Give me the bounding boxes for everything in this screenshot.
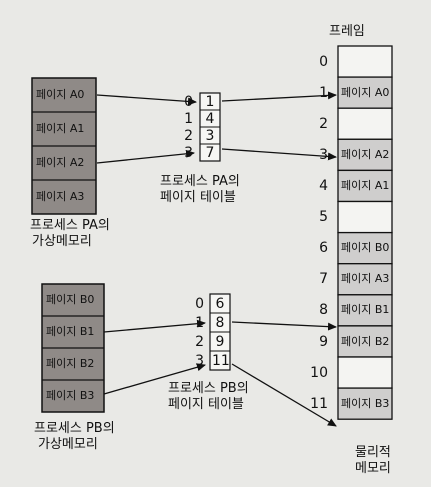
frame-cell (337, 45, 393, 78)
pt-a-index-0: 0 (184, 94, 193, 110)
process-b-pt-caption-line2: 페이지 테이블 (168, 397, 244, 412)
frame-index-3: 3 (319, 146, 328, 163)
frame-index-0: 0 (319, 53, 328, 70)
frame-index-10: 10 (310, 364, 328, 381)
page-a0-label: 페이지 A0 (36, 88, 85, 101)
pt-b-frame-1: 8 (215, 315, 225, 331)
pt-a-frame-0: 1 (205, 94, 215, 110)
frame-cell (337, 76, 393, 109)
arrow-b3-to-table (103, 363, 206, 395)
frame-content-3: 페이지 A2 (341, 147, 390, 161)
frame-cell (337, 169, 393, 203)
frame-index-7: 7 (319, 271, 328, 288)
physical-memory-caption-line2: 메모리 (355, 461, 391, 476)
frame-index-8: 8 (319, 302, 328, 319)
process-a-pt-caption-line1: 프로세스 PA의 (160, 174, 240, 189)
page-b1-label: 페이지 B1 (46, 325, 95, 338)
frame-cell (337, 387, 393, 420)
pt-a-index-2: 2 (184, 128, 193, 144)
process-a-vm-caption-line1: 프로세스 PA의 (30, 218, 110, 233)
frame-index-9: 9 (319, 333, 328, 350)
pt-b-index-2: 2 (195, 334, 204, 350)
frame-cell (337, 263, 393, 296)
frame-cell (337, 107, 393, 140)
frame-content-9: 페이지 B2 (341, 334, 390, 348)
frame-cell (337, 231, 393, 265)
process-b-vm-caption-line1: 프로세스 PB의 (34, 421, 115, 436)
pt-b-frame-3: 11 (212, 353, 230, 369)
frame-cell (337, 325, 393, 358)
page-b0-label: 페이지 B0 (46, 293, 95, 306)
process-b-pt-caption-line1: 프로세스 PB의 (168, 381, 249, 396)
frame-index-11: 11 (310, 395, 328, 412)
pt-a-frame-3: 7 (205, 145, 215, 161)
pt-b-frame-0: 6 (215, 296, 225, 312)
page-b3-label: 페이지 B3 (46, 389, 95, 402)
process-b-vm-caption-line2: 가상메모리 (38, 437, 98, 452)
arrow-table-a-to-frame3 (221, 148, 337, 161)
frame-cell (337, 200, 393, 234)
frame-index-6: 6 (319, 240, 328, 257)
arrow-table-a-to-frame1 (221, 91, 337, 102)
pt-b-index-0: 0 (195, 296, 204, 312)
pt-b-index-1: 1 (195, 315, 204, 331)
page-a3-label: 페이지 A3 (36, 190, 85, 203)
arrow-table-b-to-frame11 (231, 363, 337, 427)
arrow-b1-to-table (103, 319, 206, 333)
pt-b-frame-2: 9 (215, 334, 225, 350)
page-a2-label: 페이지 A2 (36, 156, 85, 169)
arrow-table-b-to-frame8 (231, 321, 337, 331)
frame-index-1: 1 (319, 84, 328, 101)
pt-a-frame-1: 4 (205, 111, 215, 127)
frame-index-2: 2 (319, 115, 328, 132)
pt-a-frame-2: 3 (205, 128, 215, 144)
pt-b-index-3: 3 (195, 353, 204, 369)
frame-content-6: 페이지 B0 (341, 241, 390, 255)
frame-content-11: 페이지 B3 (341, 396, 390, 410)
frame-content-8: 페이지 B1 (341, 303, 390, 317)
frame-index-4: 4 (319, 178, 328, 194)
physical-memory-caption-line1: 물리적 (355, 445, 391, 460)
pt-a-index-1: 1 (184, 111, 193, 127)
frame-content-1: 페이지 A0 (341, 85, 390, 99)
arrow-a2-to-table (96, 149, 195, 164)
frame-cell (337, 356, 393, 389)
frame-title: 프레임 (329, 24, 365, 39)
frame-cell (337, 138, 393, 172)
process-a-pt-caption-line2: 페이지 테이블 (160, 190, 236, 205)
pt-a-index-3: 3 (184, 145, 193, 161)
frame-index-5: 5 (319, 209, 328, 226)
frame-content-4: 페이지 A1 (341, 179, 390, 192)
frame-content-7: 페이지 A3 (341, 272, 390, 286)
arrow-a0-to-table (96, 94, 197, 106)
page-b2-label: 페이지 B2 (46, 357, 95, 370)
page-a1-label: 페이지 A1 (36, 122, 85, 135)
frame-cell (337, 294, 393, 327)
process-a-vm-caption-line2: 가상메모리 (32, 234, 92, 249)
physical-memory-frames (337, 45, 393, 420)
